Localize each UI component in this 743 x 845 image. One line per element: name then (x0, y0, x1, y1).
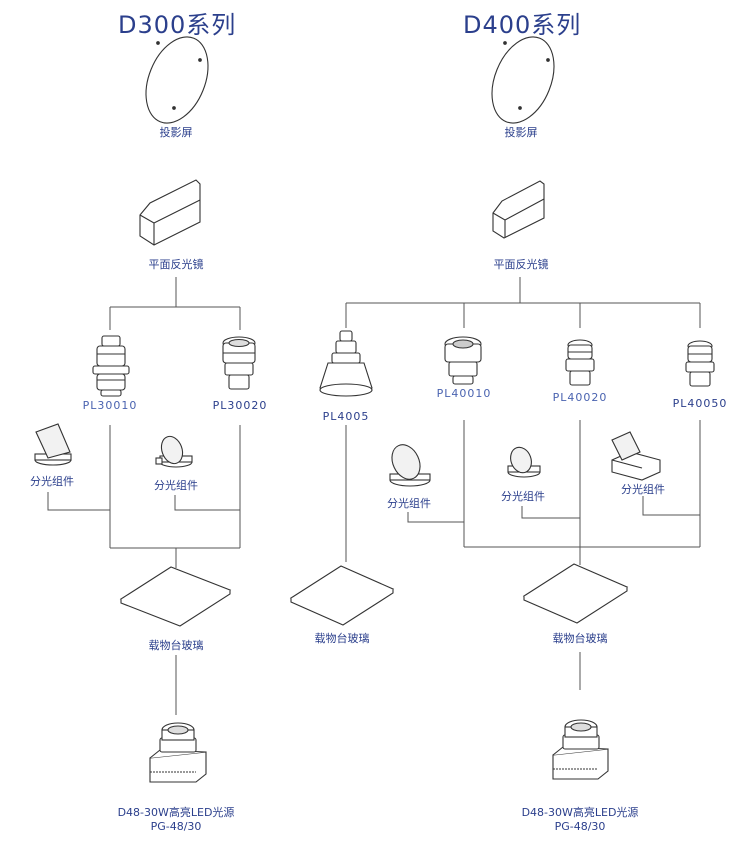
label-lens-pl40020: PL40020 (552, 391, 608, 404)
label-lens-pl40010: PL40010 (436, 387, 492, 400)
plane-mirror-icon (492, 180, 545, 239)
beam-splitter-icon (611, 431, 661, 481)
projection-screen-icon (145, 36, 209, 124)
label-mirror-d300: 平面反光镜 (148, 258, 204, 271)
objective-lens-icon (222, 336, 256, 390)
projection-screen-icon (491, 36, 555, 124)
label-light-source-d300: D48-30W高亮LED光源 PG-48/30 (118, 806, 235, 835)
light-source-name: D48-30W高亮LED光源 (521, 806, 639, 819)
led-light-source-icon (552, 719, 609, 780)
label-lens-pl30020: PL30020 (212, 399, 268, 412)
label-splitter-d300-b: 分光组件 (154, 479, 198, 492)
beam-splitter-icon (507, 446, 541, 478)
label-splitter-d300-a: 分光组件 (30, 475, 74, 488)
label-splitter-d400-b: 分光组件 (501, 490, 545, 503)
label-mirror-d400: 平面反光镜 (493, 258, 549, 271)
stage-glass-icon (289, 565, 395, 626)
objective-lens-icon (565, 339, 595, 386)
light-source-model: PG-48/30 (554, 820, 606, 834)
light-source-name: D48-30W高亮LED光源 (117, 806, 235, 819)
beam-splitter-icon (34, 423, 72, 466)
label-splitter-d400-a: 分光组件 (387, 497, 431, 510)
stage-glass-icon (522, 563, 629, 624)
beam-splitter-icon (389, 444, 431, 487)
series-title-d300: D300系列 (118, 11, 237, 39)
light-source-model: PG-48/30 (150, 820, 202, 834)
objective-lens-icon (319, 330, 373, 397)
label-lens-pl40050: PL40050 (672, 397, 728, 410)
label-stage-glass-d300: 载物台玻璃 (148, 639, 204, 652)
label-splitter-d400-c: 分光组件 (621, 483, 665, 496)
label-stage-glass-d400-a: 载物台玻璃 (314, 632, 370, 645)
stage-glass-icon (119, 566, 232, 627)
objective-lens-icon (685, 340, 715, 387)
objective-lens-icon (444, 336, 482, 385)
series-title-d400: D400系列 (463, 11, 582, 39)
label-lens-pl30010: PL30010 (82, 399, 138, 412)
label-screen-d300: 投影屏 (159, 126, 193, 139)
label-stage-glass-d400-b: 载物台玻璃 (552, 632, 608, 645)
objective-lens-icon (92, 335, 130, 397)
plane-mirror-icon (139, 179, 201, 246)
label-lens-pl4005: PL4005 (322, 410, 370, 423)
label-light-source-d400: D48-30W高亮LED光源 PG-48/30 (522, 806, 639, 835)
led-light-source-icon (149, 722, 207, 783)
beam-splitter-icon (155, 435, 193, 468)
label-screen-d400: 投影屏 (504, 126, 538, 139)
